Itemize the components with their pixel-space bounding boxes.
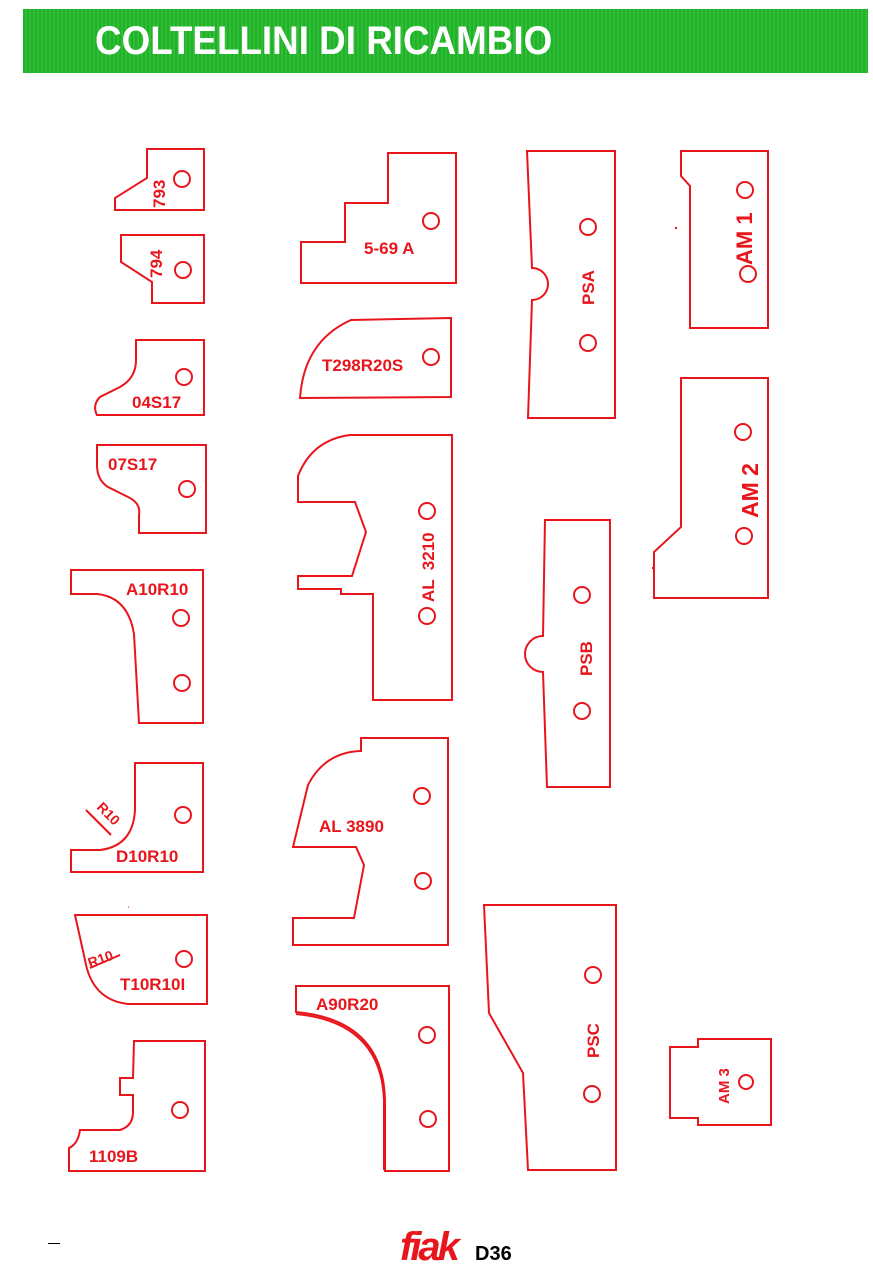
knife-PSA-label: PSA [579, 270, 598, 305]
knife-D10R10-label: D10R10 [116, 847, 178, 866]
knife-AM3: AM 3 [669, 1038, 772, 1126]
knife-A10R10-label: A10R10 [126, 580, 188, 599]
knife-PSA: PSA [525, 150, 616, 419]
knife-T10R10I-radius: R10 [86, 947, 116, 971]
knife-T298R20S: T298R20S [298, 316, 452, 400]
knife-AL3890: AL 3890 [291, 737, 449, 946]
knife-AL3210: AL 3210 [297, 434, 453, 701]
knife-AM2-label: AM 2 [737, 463, 763, 518]
knife-PSB: PSB [524, 519, 611, 788]
knife-793-label: 793 [150, 180, 169, 208]
knife-D10R10: R10 D10R10 [70, 762, 204, 873]
brand-logo-text: fiak [400, 1225, 462, 1269]
knife-AM1: AM 1 [675, 150, 769, 329]
knife-T10R10I: R10 T10R10I [73, 914, 208, 1005]
knife-07S17-label: 07S17 [108, 455, 157, 474]
knife-A90R20-label: A90R20 [316, 995, 378, 1014]
corner-mark [48, 1243, 60, 1244]
knife-A10R10: A10R10 [70, 569, 204, 724]
knife-PSC: PSC [482, 904, 617, 1171]
knife-1109B-label: 1109B [89, 1147, 138, 1166]
knife-AL3210-label: AL 3210 [419, 532, 438, 602]
knife-07S17: 07S17 [96, 444, 207, 534]
page-title: COLTELLINI DI RICAMBIO [95, 19, 553, 63]
knife-5-69A-label: 5-69 A [364, 239, 414, 258]
knife-AM3-label: AM 3 [716, 1068, 733, 1104]
knife-793: 793 [114, 148, 205, 211]
knife-AM1-label: AM 1 [732, 212, 757, 265]
knife-04S17: 04S17 [94, 339, 205, 416]
knife-PSB-label: PSB [577, 641, 596, 676]
knife-T10R10I-label: T10R10I [120, 975, 185, 994]
knife-AM2: AM 2 [652, 377, 769, 599]
brand-logo: fiak [400, 1225, 465, 1269]
knife-AL3890-label: AL 3890 [319, 817, 384, 836]
knife-A90R20: A90R20 [295, 985, 450, 1172]
knife-1109B: 1109B [68, 1040, 206, 1172]
page-code: D36 [475, 1243, 512, 1265]
knife-T298R20S-label: T298R20S [322, 356, 403, 375]
knife-794: 794 [120, 234, 205, 304]
knife-PSC-label: PSC [584, 1023, 603, 1058]
knife-04S17-label: 04S17 [132, 393, 181, 412]
page-header-bar: COLTELLINI DI RICAMBIO [23, 9, 868, 73]
knife-D10R10-radius: R10 [94, 799, 124, 829]
knife-5-69A: 5-69 A [300, 152, 457, 284]
knife-794-label: 794 [147, 249, 166, 278]
